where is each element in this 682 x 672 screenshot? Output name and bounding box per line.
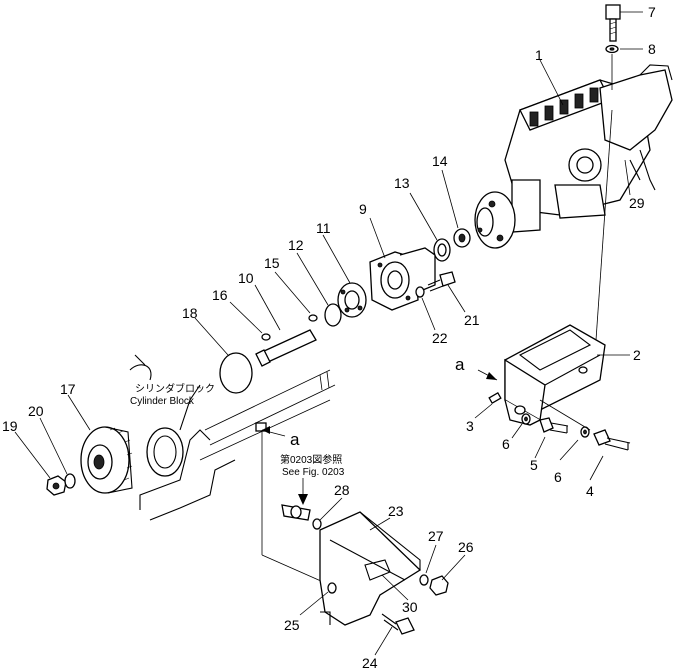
callout-10: 10 [238,270,254,286]
callout-5: 5 [530,457,538,473]
bolt-part-5 [539,417,569,434]
key-part-15 [308,314,318,322]
washer-part-27 [419,574,429,586]
callout-3: 3 [466,418,474,434]
callout-14: 14 [432,153,448,169]
snap-ring-part-12 [324,303,342,327]
callout-9: 9 [359,201,367,217]
callout-20: 20 [28,403,44,419]
callout-1: 1 [535,47,543,63]
callout-17: 17 [60,381,76,397]
callout-16: 16 [212,287,228,303]
callout-26: 26 [458,539,474,555]
washer-part-22 [415,286,425,298]
leader-lines [14,11,643,656]
callout-8: 8 [648,41,656,57]
callout-6a: 6 [502,436,510,452]
nut-part-19 [46,475,67,496]
o-ring-part-16 [261,333,271,341]
callout-29: 29 [629,195,645,211]
cylinder-block-jp-label: シリンダブロック [135,382,215,395]
see-fig-jp-label: 第0203図参照 [280,453,342,466]
callout-2: 2 [633,347,641,363]
drive-housing-part-9 [369,247,436,311]
callout-24: 24 [362,655,378,671]
bolt-part-28 [281,504,322,530]
see-fig-en-label: See Fig. 0203 [282,467,345,478]
callout-21: 21 [464,312,480,328]
callout-18: 18 [182,305,198,321]
callout-4: 4 [586,483,594,499]
bearing-part-11 [337,282,367,318]
washer-part-8 [605,44,619,54]
callout-23: 23 [388,503,404,519]
nut-part-26 [429,575,449,596]
dowel-pin-part-3 [488,392,502,404]
callout-7: 7 [648,4,656,20]
washer-part-25 [327,582,337,594]
ref-a-bottom: a [290,430,300,449]
washer-part-6a [521,413,531,425]
callout-12: 12 [288,237,304,253]
callout-27: 27 [428,528,444,544]
bolt-part-7 [605,4,621,42]
callout-11: 11 [316,220,331,236]
callout-19: 19 [2,418,18,434]
gear-part-17 [80,426,133,494]
callout-15: 15 [264,255,280,271]
callout-28: 28 [334,482,350,498]
callout-30: 30 [402,599,418,615]
cover-plate-part-23 [319,511,422,626]
callout-25: 25 [284,617,300,633]
see-fig-arrow [298,494,308,505]
callout-22: 22 [432,330,448,346]
ref-a-left: a [455,355,465,374]
shaft-part-10 [255,329,317,367]
bearing-part-13 [433,238,451,262]
injection-pump [474,64,673,249]
bolt-part-4 [593,429,631,451]
bolt-part-21 [427,271,456,292]
callout-13: 13 [394,175,410,191]
washer-part-20 [64,473,76,489]
bearing-part-14 [453,228,471,248]
bolt-part-24 [381,613,415,635]
pump-bracket [504,324,606,426]
cylinder-block-en-label: Cylinder Block [130,396,195,407]
callout-6b: 6 [554,469,562,485]
o-ring-part-18 [219,352,253,394]
